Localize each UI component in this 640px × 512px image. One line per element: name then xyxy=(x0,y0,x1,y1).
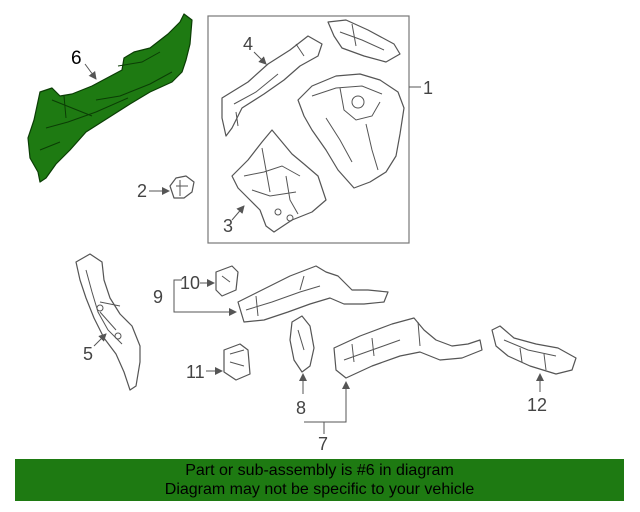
part-8[interactable] xyxy=(289,315,315,373)
part-5-pillar[interactable] xyxy=(75,253,141,391)
part-10[interactable] xyxy=(215,265,239,297)
part-2-clip[interactable] xyxy=(169,175,195,199)
info-banner: Part or sub-assembly is #6 in diagram Di… xyxy=(15,459,624,501)
callout-3-label: 3 xyxy=(223,216,233,236)
part-3[interactable] xyxy=(231,129,327,233)
callout-6-label: 6 xyxy=(71,48,82,69)
banner-line-1: Part or sub-assembly is #6 in diagram xyxy=(185,462,454,479)
callout-7-label: 7 xyxy=(318,434,328,454)
assembly-box xyxy=(207,15,410,244)
callout-1-label: 1 xyxy=(423,78,433,98)
part-9-rail[interactable] xyxy=(237,265,389,323)
part-12[interactable] xyxy=(491,325,577,375)
banner-line-2: Diagram may not be specific to your vehi… xyxy=(164,481,475,498)
callout-10-label: 10 xyxy=(180,273,200,293)
callout-9-label: 9 xyxy=(153,287,163,307)
part-upper-bracket[interactable] xyxy=(327,19,401,63)
callout-12-label: 12 xyxy=(527,395,547,415)
part-7-rail[interactable] xyxy=(333,317,483,379)
callout-4-label: 4 xyxy=(243,34,253,54)
callout-5-label: 5 xyxy=(83,344,93,364)
part-4[interactable] xyxy=(221,35,323,137)
part-1-strut-tower[interactable] xyxy=(297,73,405,189)
callout-11-label: 11 xyxy=(186,362,205,382)
part-6-highlighted[interactable]: 6 xyxy=(27,13,193,183)
callout-8-label: 8 xyxy=(296,398,306,418)
callout-2-label: 2 xyxy=(137,181,147,201)
part-11[interactable] xyxy=(223,343,251,381)
